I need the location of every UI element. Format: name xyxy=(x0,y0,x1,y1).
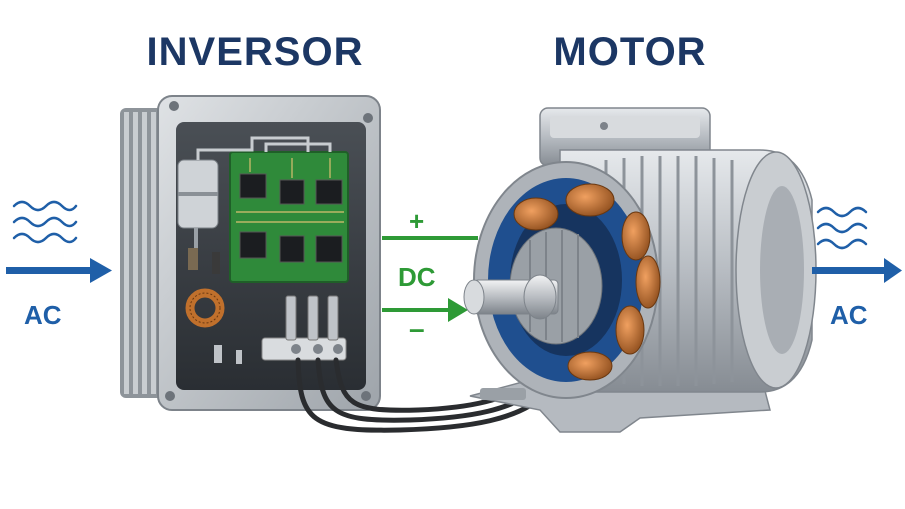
ac-output-label: AC xyxy=(830,300,868,330)
dc-negative-label: – xyxy=(409,313,425,344)
heatsink-fins xyxy=(120,108,166,398)
motor-shaft xyxy=(463,274,559,320)
inverter-title: INVERSOR xyxy=(146,30,364,74)
ac-output-arrow-icon xyxy=(812,258,902,283)
ac-input-waves xyxy=(12,200,78,244)
dc-link-lines xyxy=(382,236,478,322)
stator-windings xyxy=(513,183,661,381)
ac-input-label: AC xyxy=(24,300,62,330)
capacitor xyxy=(177,159,219,258)
motor-title: MOTOR xyxy=(553,30,707,74)
ac-output-waves xyxy=(816,206,868,250)
terminal-block xyxy=(261,295,347,361)
ac-input-arrow-icon xyxy=(6,258,112,283)
dc-arrow-icon xyxy=(448,298,468,322)
dc-label: DC xyxy=(398,262,436,292)
pcb-board xyxy=(196,136,349,283)
dc-positive-label: + xyxy=(409,206,425,236)
inductor-toroid xyxy=(185,248,242,364)
